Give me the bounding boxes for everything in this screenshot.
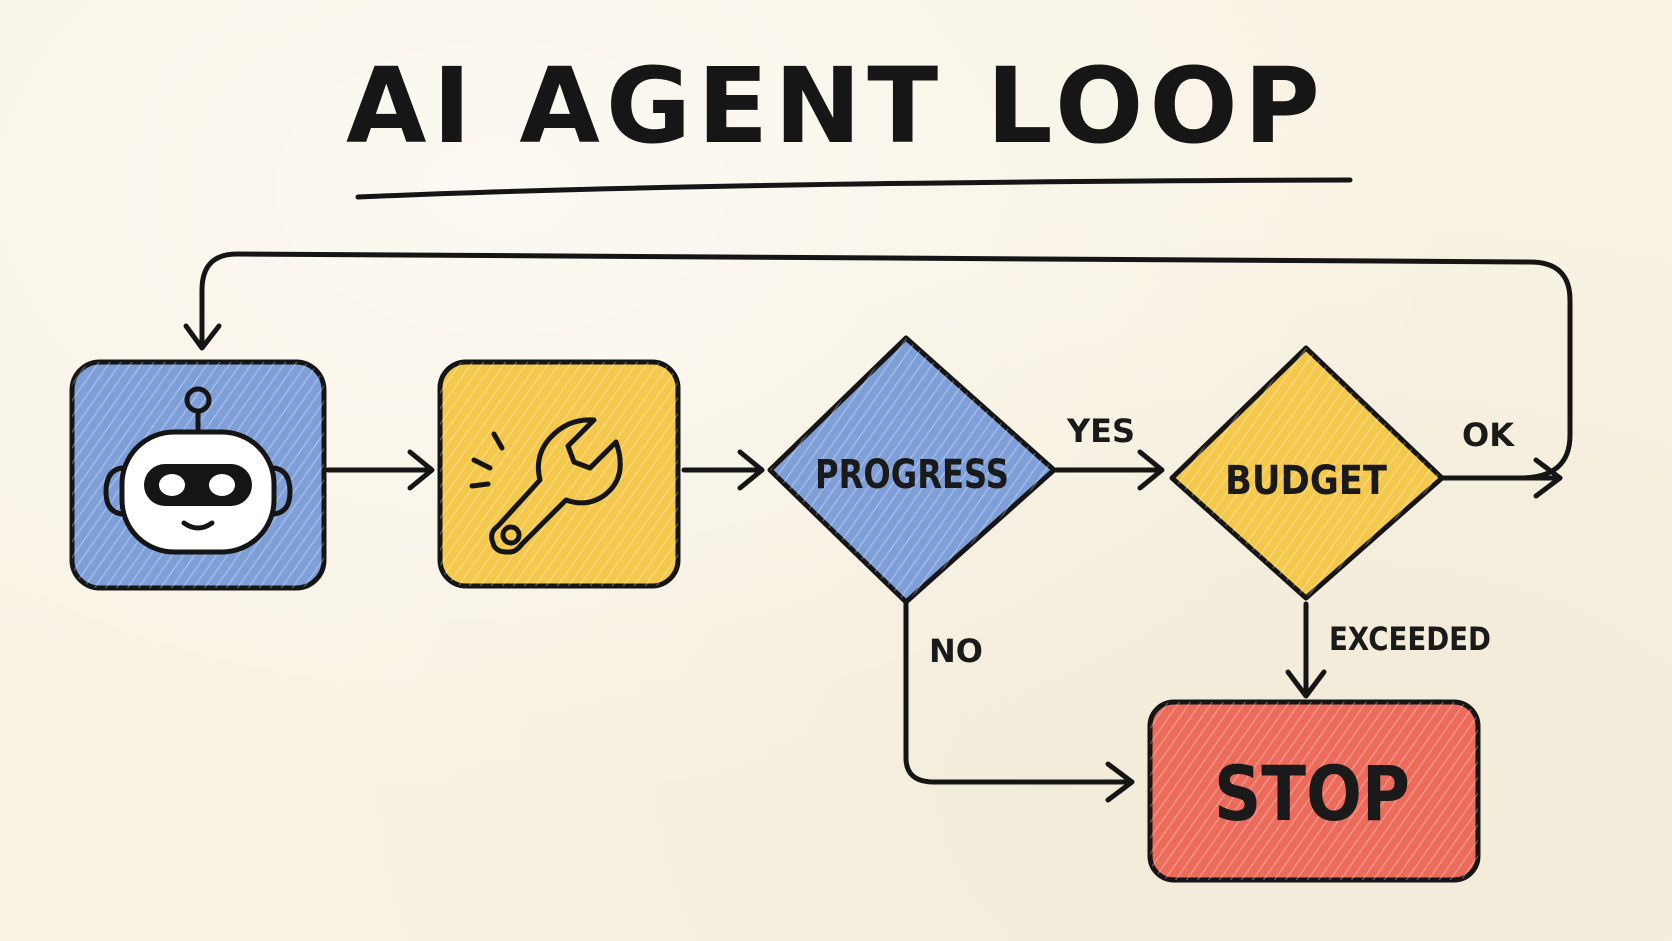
progress-label: PROGRESS bbox=[815, 452, 1009, 498]
edge-progress-no bbox=[903, 601, 1135, 803]
loop-back-edge bbox=[183, 251, 1573, 481]
edge-label-yes: YES bbox=[1066, 412, 1135, 450]
edge-label-exceeded: EXCEEDED bbox=[1329, 620, 1491, 658]
edge-agent-to-tool bbox=[325, 449, 435, 491]
title-underline bbox=[355, 177, 1353, 200]
edge-budget-exceeded bbox=[1285, 601, 1327, 699]
budget-label: BUDGET bbox=[1225, 458, 1388, 504]
stop-node: STOP bbox=[1147, 699, 1481, 883]
stop-label: STOP bbox=[1214, 749, 1410, 838]
agent-node bbox=[69, 359, 327, 591]
tool-node bbox=[437, 359, 681, 589]
edge-tool-to-progress bbox=[681, 449, 765, 491]
budget-node: BUDGET bbox=[1169, 345, 1445, 601]
edge-label-no: NO bbox=[929, 632, 983, 670]
edge-label-ok: OK bbox=[1462, 416, 1515, 454]
diagram-title: AI AGENT LOOP bbox=[346, 45, 1326, 167]
edge-progress-yes bbox=[1053, 449, 1165, 491]
edge-budget-ok bbox=[1441, 457, 1563, 499]
progress-node: PROGRESS bbox=[767, 335, 1057, 605]
wrench-icon bbox=[469, 417, 623, 555]
robot-icon bbox=[103, 386, 293, 555]
